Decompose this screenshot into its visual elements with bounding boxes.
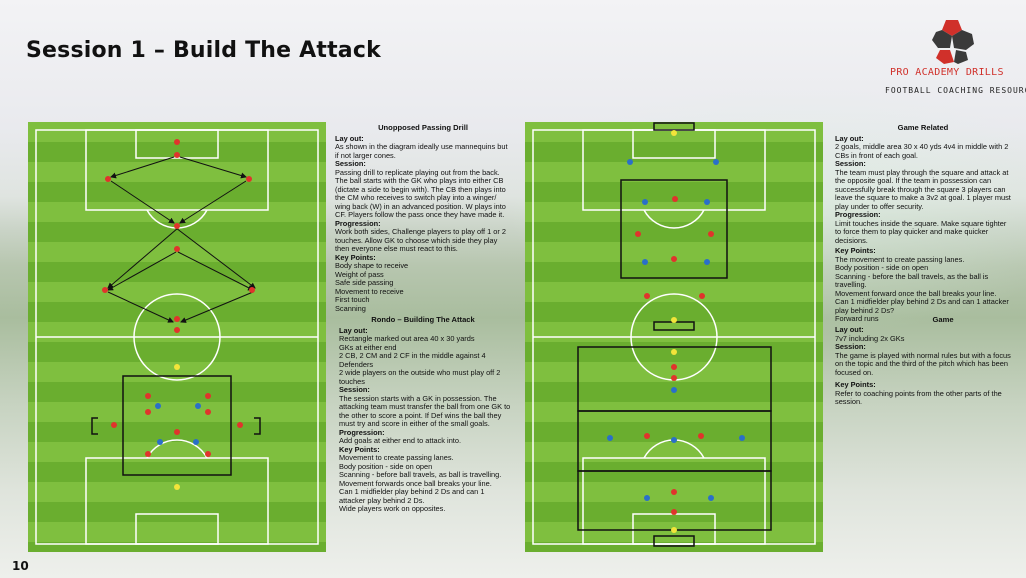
game1-layout: 2 goals, middle area 30 x 40 yds 4v4 in …: [835, 143, 1011, 160]
pitch-diagram-passing-rondo: [28, 122, 326, 552]
game1-progression: Limit touches inside the square. Make sq…: [835, 220, 1011, 246]
brand-tagline: FOOTBALL COACHING RESOURCES: [885, 86, 1026, 95]
page-title: Session 1 – Build The Attack: [26, 38, 381, 63]
game1-session: The team must play through the square an…: [835, 169, 1011, 212]
drill1-title: Unopposed Passing Drill: [335, 124, 511, 133]
drill1-keypoints: Body shape to receive Weight of pass Saf…: [335, 262, 511, 313]
game1-title: Game Related: [835, 124, 1011, 133]
drill1-session: Passing drill to replicate playing out f…: [335, 169, 511, 220]
drill2-title: Rondo – Building The Attack: [335, 316, 511, 325]
game2-keypoints: Refer to coaching points from the other …: [835, 390, 1011, 407]
game1-keypoints: The movement to create passing lanes. Bo…: [835, 256, 1011, 324]
drill1-layout: As shown in the diagram ideally use mann…: [335, 143, 511, 160]
left-notes: Unopposed Passing Drill Lay out: As show…: [335, 124, 511, 514]
right-notes: Game Related Lay out: 2 goals, middle ar…: [835, 124, 1011, 407]
drill2-keypoints: Movement to create passing lanes. Body p…: [339, 454, 511, 514]
football-logo-icon: [928, 18, 978, 66]
game2-session: The game is played with normal rules but…: [835, 352, 1011, 378]
pitch-diagram-games: [525, 122, 823, 552]
page-number: 10: [12, 559, 29, 573]
drill1-progression: Work both sides, Challenge players to pl…: [335, 228, 511, 254]
drill2-session: The session starts with a GK in possessi…: [339, 395, 511, 429]
drill2-layout: Rectangle marked out area 40 x 30 yards …: [339, 335, 511, 386]
brand-name: PRO ACADEMY DRILLS: [890, 67, 1002, 78]
